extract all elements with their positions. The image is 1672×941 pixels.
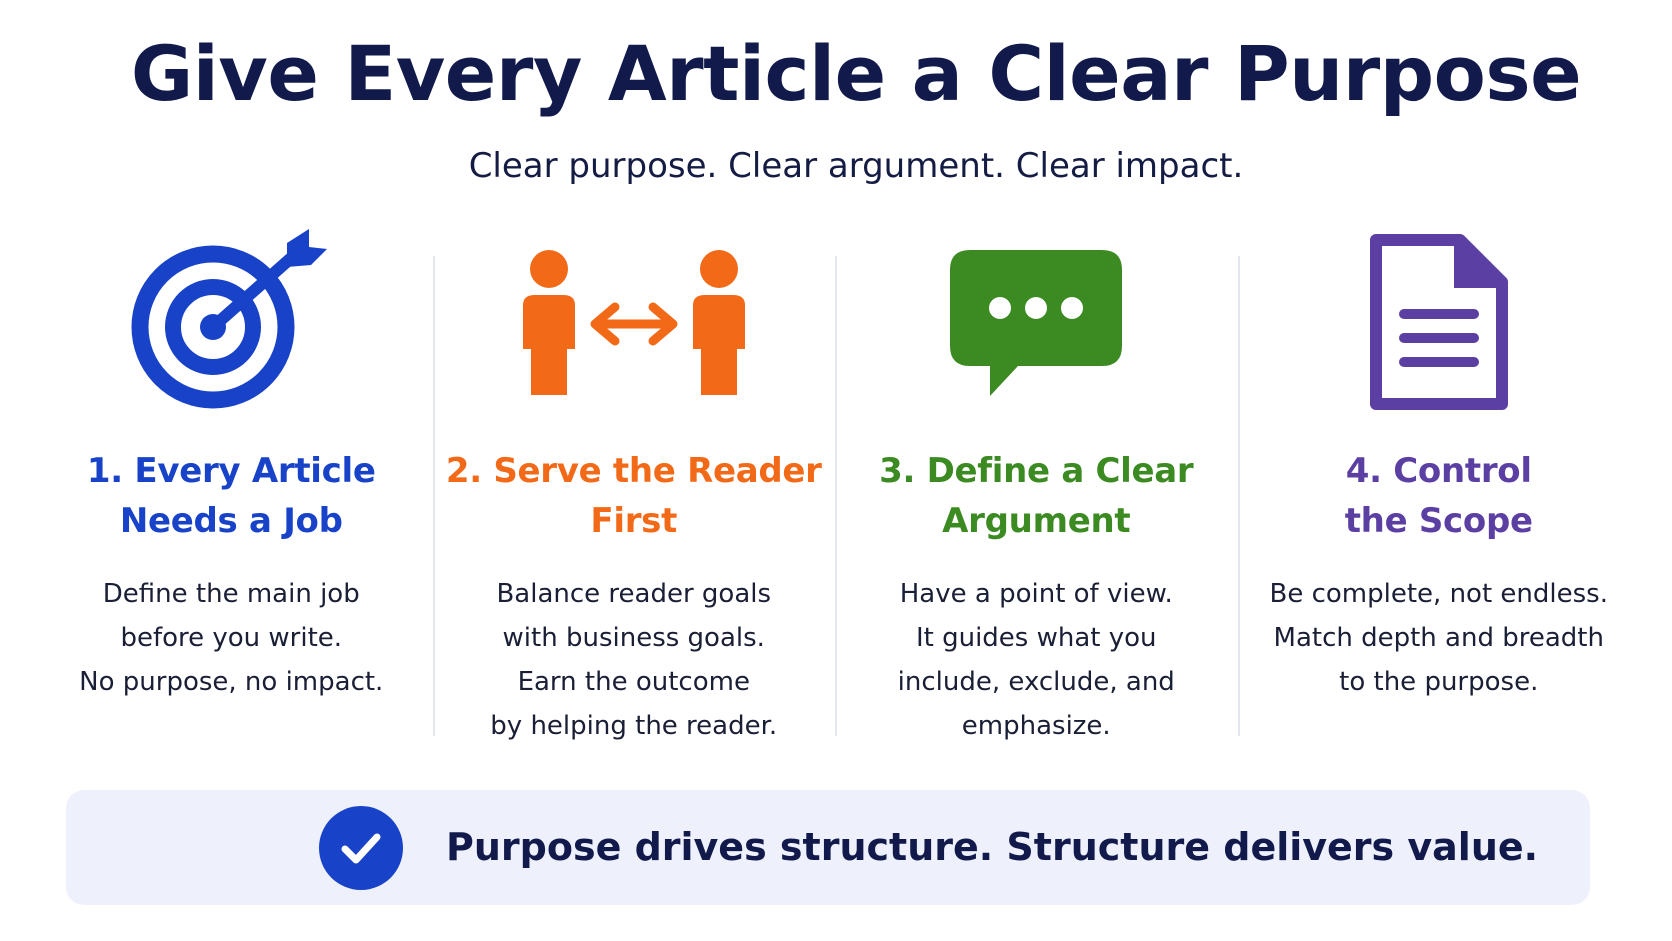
- principle-reader: 2. Serve the Reader First Balance reader…: [432, 226, 836, 746]
- summary-text: Purpose drives structure. Structure deli…: [446, 825, 1539, 869]
- principle-title: 4. Control the Scope: [1344, 451, 1533, 541]
- document-icon: [1364, 234, 1514, 418]
- page-title: Give Every Article a Clear Purpose: [130, 29, 1582, 118]
- page-subtitle: Clear purpose. Clear argument. Clear imp…: [468, 146, 1244, 186]
- column-divider: [1237, 256, 1240, 736]
- speech-bubble-icon: [946, 244, 1126, 408]
- principle-description: Balance reader goals with business goals…: [490, 579, 778, 741]
- principle-argument: 3. Define a Clear Argument Have a point …: [835, 226, 1238, 746]
- column-divider: [835, 256, 837, 736]
- principle-description: Define the main job before you write. No…: [79, 579, 384, 697]
- checkmark-icon: [319, 806, 403, 890]
- column-divider: [432, 256, 435, 736]
- principle-title: 3. Define a Clear Argument: [879, 451, 1194, 541]
- target-arrow-icon: [131, 229, 331, 423]
- principle-title: 2. Serve the Reader First: [445, 451, 822, 541]
- principle-description: Be complete, not endless. Match depth an…: [1269, 579, 1608, 697]
- principle-description: Have a point of view. It guides what you…: [897, 579, 1175, 741]
- principles-row: 1. Every Article Needs a Job Define the …: [30, 226, 1640, 746]
- summary-banner: Purpose drives structure. Structure deli…: [66, 790, 1590, 905]
- principle-title: 1. Every Article Needs a Job: [86, 451, 376, 541]
- people-exchange-icon: [519, 249, 749, 403]
- principle-job: 1. Every Article Needs a Job Define the …: [30, 226, 433, 746]
- principle-scope: 4. Control the Scope Be complete, not en…: [1237, 226, 1641, 746]
